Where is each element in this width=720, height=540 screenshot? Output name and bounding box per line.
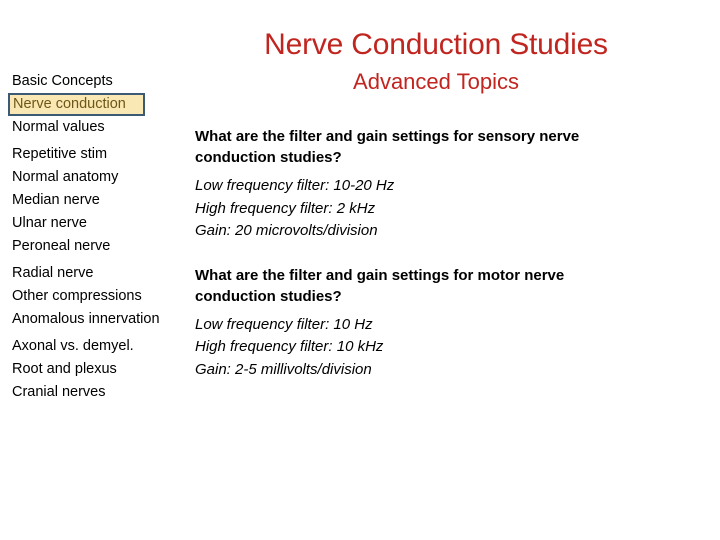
qa-answer-line: Low frequency filter: 10 Hz: [195, 315, 373, 333]
sidebar-item-repetitive-stim[interactable]: Repetitive stim: [12, 146, 108, 162]
sidebar-item-peroneal-nerve[interactable]: Peroneal nerve: [12, 238, 111, 254]
content-area: What are the filter and gain settings fo…: [195, 126, 665, 403]
sidebar-item-basic-concepts[interactable]: Basic Concepts: [12, 73, 113, 89]
sidebar-item-root-and-plexus[interactable]: Root and plexus: [12, 361, 117, 377]
qa-block: What are the filter and gain settings fo…: [195, 265, 665, 382]
sidebar-item-other-compressions[interactable]: Other compressions: [12, 288, 142, 304]
qa-question: What are the filter and gain settings fo…: [195, 266, 565, 305]
qa-answer-list: Low frequency filter: 10 Hz High frequenc…: [195, 314, 665, 382]
qa-answer-line: High frequency filter: 2 kHz: [195, 199, 376, 217]
qa-answer-list: Low frequency filter: 10-20 Hz High frequ…: [195, 175, 665, 243]
page-subtitle: Advanced Topics: [353, 69, 519, 94]
qa-answer-line: High frequency filter: 10 kHz: [195, 338, 384, 355]
qa-question: What are the filter and gain settings fo…: [195, 128, 580, 166]
sidebar-item-cranial-nerves[interactable]: Cranial nerves: [12, 384, 106, 400]
sidebar-item-normal-anatomy[interactable]: Normal anatomy: [12, 169, 119, 185]
sidebar-item-radial-nerve[interactable]: Radial nerve: [12, 265, 94, 281]
qa-block: What are the filter and gain settings fo…: [195, 126, 665, 243]
sidebar-item-axonal-vs-demyel[interactable]: Axonal vs. demyel.: [12, 338, 134, 354]
sidebar-item-nerve-conduction[interactable]: Nerve conduction: [8, 93, 145, 116]
qa-answer-line: Gain: 2-5 millivolts/division: [195, 360, 372, 378]
page-title: Nerve Conduction Studies: [264, 28, 608, 61]
qa-answer-line: Gain: 20 microvolts/division: [195, 222, 378, 239]
sidebar-item-ulnar-nerve[interactable]: Ulnar nerve: [12, 215, 87, 231]
sidebar-item-median-nerve[interactable]: Median nerve: [12, 192, 100, 208]
title-block: Nerve Conduction Studies Advanced Topics: [186, 26, 686, 97]
sidebar-item-anomalous-innervation[interactable]: Anomalous innervation: [12, 311, 160, 327]
qa-answer-line: Low frequency filter: 10-20 Hz: [195, 177, 395, 194]
sidebar-item-normal-values[interactable]: Normal values: [12, 119, 105, 135]
